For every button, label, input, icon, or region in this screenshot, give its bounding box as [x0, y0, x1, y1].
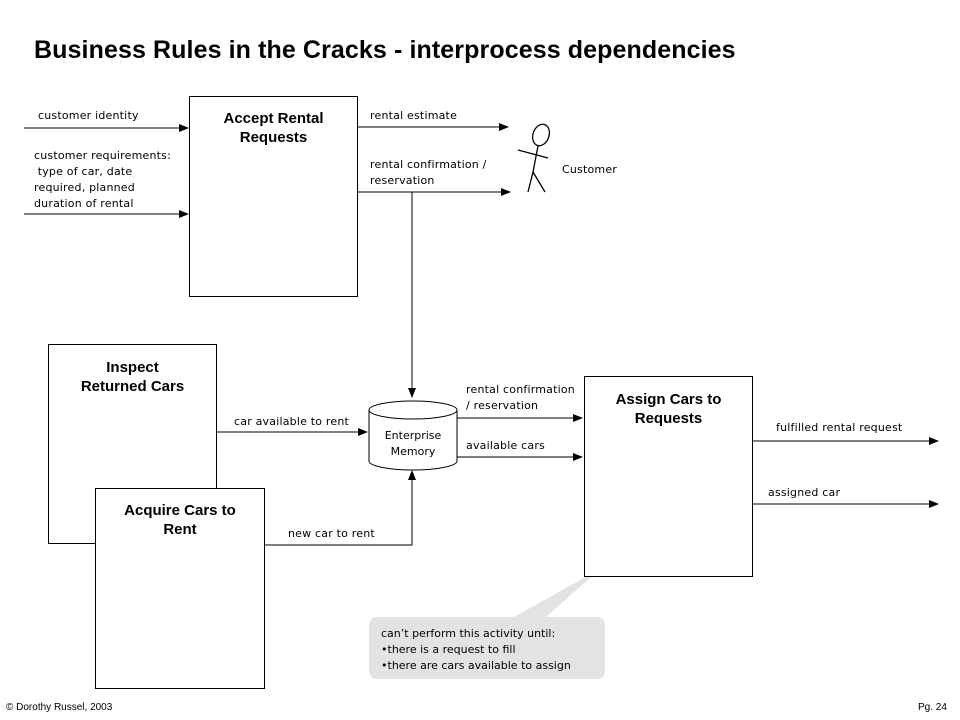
callout-item: •there are cars available to assign — [381, 659, 571, 672]
process-assign-cars: Assign Cars to Requests — [584, 376, 753, 577]
callout-item: •there is a request to fill — [381, 643, 516, 656]
process-acquire-title: Acquire Cars to Rent — [124, 502, 236, 538]
flow-label-available-cars: available cars — [466, 439, 545, 452]
callout-note: can’t perform this activity until: •ther… — [381, 626, 571, 674]
process-accept-rental-requests: Accept Rental Requests — [189, 96, 358, 297]
flow-label-rental-estimate: rental estimate — [370, 109, 458, 122]
process-inspect-title: Inspect Returned Cars — [80, 359, 185, 395]
flow-label-car-available: car available to rent — [234, 415, 350, 428]
flow-label-assigned-car: assigned car — [768, 486, 841, 499]
flow-label-customer-identity: customer identity — [38, 109, 139, 122]
flow-label-new-car: new car to rent — [288, 527, 375, 540]
callout-heading: can’t perform this activity until: — [381, 627, 556, 640]
enterprise-memory-datastore-icon — [368, 400, 458, 471]
footer-page-number: Pg. 24 — [918, 702, 947, 713]
datastore-label: Enterprise Memory — [384, 429, 442, 458]
callout-item-text: there is a request to fill — [387, 643, 516, 656]
flow-label-rental-confirmation-top: rental confirmation / reservation — [370, 158, 487, 187]
actor-label-customer: Customer — [562, 163, 618, 176]
flow-label-customer-requirements: customer requirements: type of car, date… — [34, 149, 172, 210]
footer-copyright: © Dorothy Russel, 2003 — [6, 702, 113, 713]
callout-item-text: there are cars available to assign — [387, 659, 571, 672]
process-accept-title: Accept Rental Requests — [223, 110, 324, 146]
process-acquire-cars: Acquire Cars to Rent — [95, 488, 265, 689]
customer-actor-icon — [517, 123, 551, 193]
process-assign-title: Assign Cars to Requests — [615, 391, 722, 427]
callout-bubble-shape — [369, 569, 605, 679]
flow-label-rental-confirmation-mid: rental confirmation / reservation — [466, 383, 575, 412]
page-title: Business Rules in the Cracks - interproc… — [34, 36, 736, 64]
arrow-new-car — [264, 470, 416, 546]
flow-label-fulfilled-request: fulfilled rental request — [776, 421, 903, 434]
